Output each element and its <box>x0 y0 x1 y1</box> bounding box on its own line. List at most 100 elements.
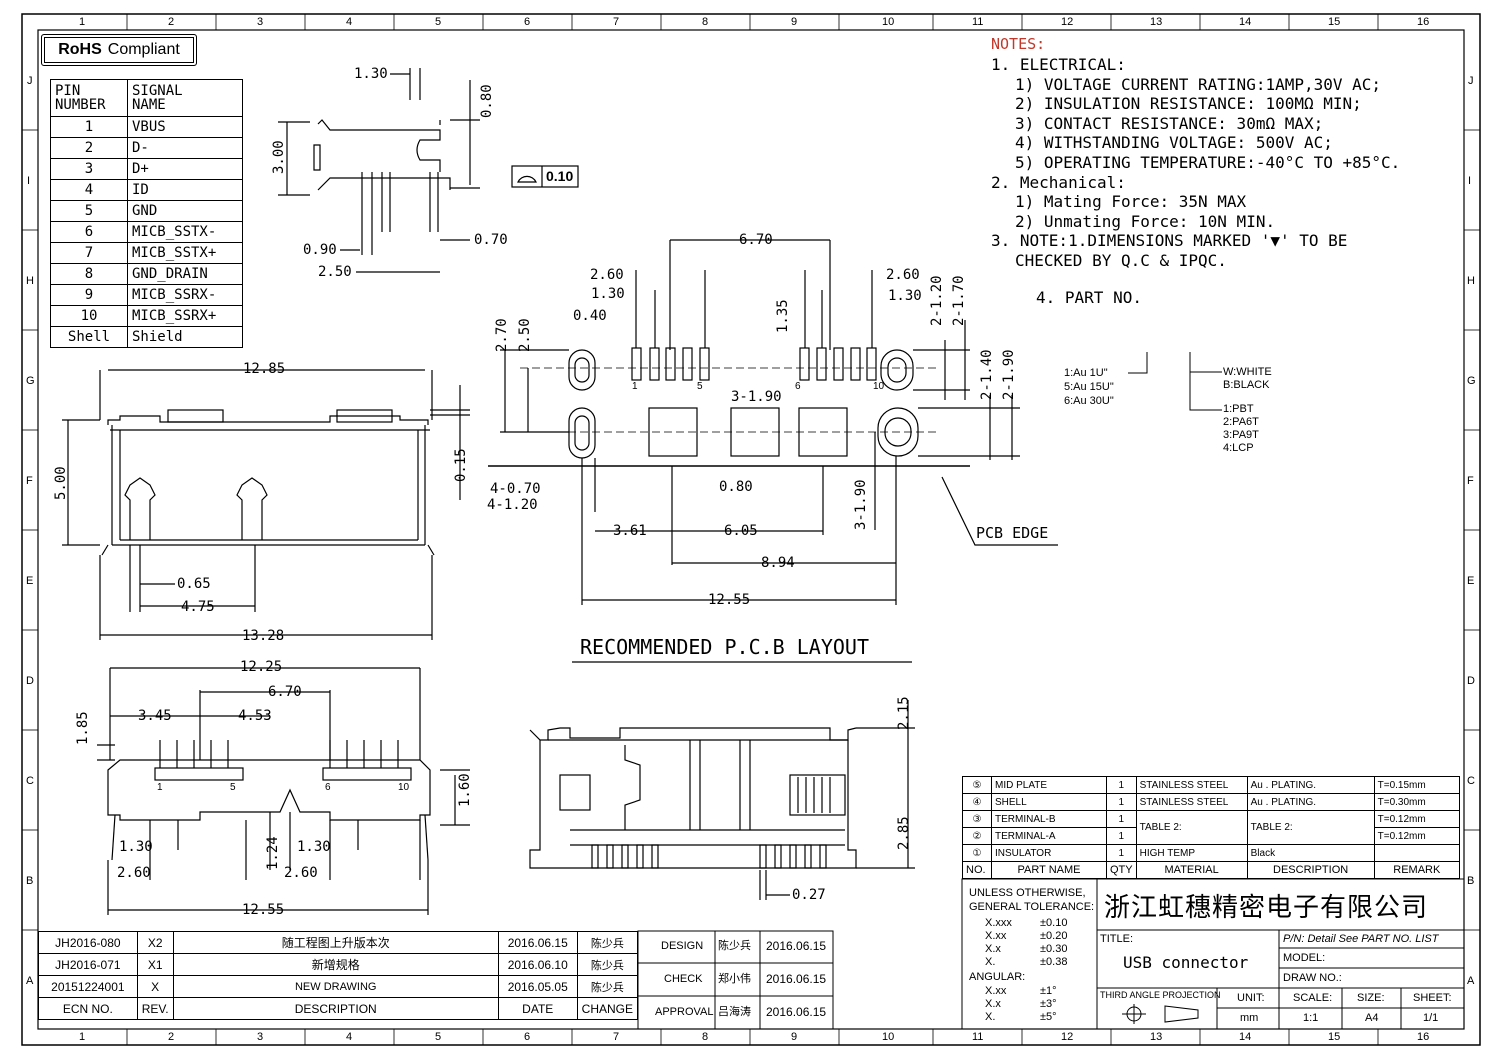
table-row: 20151224001 X NEW DRAWING 2016.05.05 陈少兵 <box>38 975 639 998</box>
signal-name: MICB_SSRX+ <box>127 305 243 327</box>
bom-table: ⑤ MID PLATE 1 STAINLESS STEEL Au . PLATI… <box>962 776 1461 879</box>
header-number: NUMBER <box>55 97 106 113</box>
bom-header-qty: QTY <box>1106 861 1137 879</box>
rev-header-desc: DESCRIPTION <box>172 997 499 1020</box>
signal-name: GND <box>127 200 243 222</box>
signal-name: MICB_SSTX- <box>127 221 243 243</box>
rev-header-date: DATE <box>497 997 578 1020</box>
rev-desc: 随工程图上升版本次 <box>172 931 499 954</box>
signal-name: MICB_SSRX- <box>127 284 243 306</box>
rev-header-rev: REV. <box>136 997 174 1020</box>
approval-date: 2016.06.15 <box>766 1005 827 1019</box>
col-label: 14 <box>1239 1031 1252 1043</box>
dim-label: 3.45 <box>138 708 172 724</box>
signal-name: D+ <box>127 158 243 180</box>
note-line: 3. NOTE:1.DIMENSIONS MARKED '▼' TO BE <box>991 231 1348 250</box>
notes-title: NOTES: <box>991 35 1046 53</box>
tol-key: X.xx <box>985 930 1007 942</box>
col-label: 12 <box>1061 16 1074 28</box>
row-label: J <box>27 75 33 87</box>
dim-label: 1.24 <box>265 836 281 870</box>
rev-date: 2016.06.10 <box>497 953 578 976</box>
row-label: G <box>26 375 35 387</box>
dim-label: 12.55 <box>708 592 751 608</box>
bom-material: HIGH TEMP <box>1135 844 1248 862</box>
table-row: JH2016-080 X2 随工程图上升版本次 2016.06.15 陈少兵 <box>38 931 639 954</box>
rev-ecn: JH2016-080 <box>38 931 138 954</box>
pin-label: 6 <box>325 782 331 793</box>
row-label: F <box>26 475 33 487</box>
pcb-layout <box>488 239 1058 663</box>
col-label: 3 <box>257 1031 264 1043</box>
tol-key: X. <box>985 956 996 968</box>
bom-no: ③ <box>962 810 992 828</box>
approval-name: 郑小伟 <box>718 972 751 985</box>
dim-label: 4.53 <box>238 708 272 724</box>
signal-name: VBUS <box>127 116 243 138</box>
pin-number: 5 <box>50 200 128 222</box>
note-line: 3) CONTACT RESISTANCE: 30mΩ MAX; <box>1015 114 1324 133</box>
dim-label: 1.30 <box>119 839 153 855</box>
dim-label: 3.00 <box>271 140 287 174</box>
rev-date: 2016.05.05 <box>497 975 578 998</box>
dim-label: 0.10 <box>546 168 574 184</box>
dim-label: 0.65 <box>177 576 211 592</box>
tol-val: ±0.20 <box>1040 930 1068 942</box>
dim-label: 2-1.70 <box>951 275 967 326</box>
approval-role: APPROVAL <box>655 1006 714 1018</box>
front-view <box>62 369 470 640</box>
part-no-color: B:BLACK <box>1223 379 1270 391</box>
row-label: C <box>26 775 34 787</box>
title-label: TITLE: <box>1100 933 1134 945</box>
bom-remark: T=0.30mm <box>1373 793 1461 811</box>
note-line: CHECKED BY Q.C & IPQC. <box>1015 251 1227 270</box>
bom-remark: T=0.12mm <box>1373 810 1461 828</box>
col-label: 7 <box>613 16 620 28</box>
note-line: 4. PART NO. <box>1036 288 1142 307</box>
dim-label: 1.85 <box>75 711 91 745</box>
bom-part-name: INSULATOR <box>991 844 1107 862</box>
header-name: NAME <box>132 97 166 113</box>
col-label: 3 <box>257 16 264 28</box>
title-value: USB connector <box>1123 953 1249 972</box>
bom-header: NO. PART NAME QTY MATERIAL DESCRIPTION R… <box>962 861 1461 879</box>
part-no-material: 4:LCP <box>1223 442 1254 454</box>
tol-key: X.x <box>985 943 1001 955</box>
part-no-material: 1:PBT <box>1223 403 1254 415</box>
pin-number: 10 <box>50 305 128 327</box>
pin-number: 8 <box>50 263 128 285</box>
rev-ecn: 20151224001 <box>38 975 138 998</box>
col-label: 10 <box>882 16 895 28</box>
rohs-label: RoHS <box>58 41 102 58</box>
dim-label: 2.50 <box>517 318 533 352</box>
revision-table: JH2016-080 X2 随工程图上升版本次 2016.06.15 陈少兵 J… <box>38 931 639 1020</box>
tol-val: ±0.38 <box>1040 956 1068 968</box>
bom-no: ② <box>962 827 992 845</box>
col-label: 6 <box>524 16 531 28</box>
pin-number: 2 <box>50 137 128 159</box>
dim-label: 0.70 <box>474 232 508 248</box>
bom-qty: 1 <box>1106 776 1137 794</box>
part-number: P/N: Detail See PART NO. LIST <box>1283 933 1439 945</box>
row-label: I <box>1468 175 1472 187</box>
col-label: 13 <box>1150 16 1163 28</box>
bom-remark: T=0.12mm <box>1373 827 1461 845</box>
signal-name: GND_DRAIN <box>127 263 243 285</box>
col-label: 11 <box>972 16 984 28</box>
side-view <box>278 68 579 273</box>
dim-label: 1.35 <box>775 299 791 333</box>
row-label: C <box>1467 775 1475 787</box>
dim-label: 1.30 <box>591 286 625 302</box>
col-label: 9 <box>791 1031 798 1043</box>
col-label: 16 <box>1417 16 1430 28</box>
pin-number: 3 <box>50 158 128 180</box>
tol-val: ±0.30 <box>1040 943 1068 955</box>
col-label: 1 <box>79 1031 86 1043</box>
col-label: 2 <box>168 16 175 28</box>
bom-part-name: TERMINAL-B <box>991 810 1107 828</box>
